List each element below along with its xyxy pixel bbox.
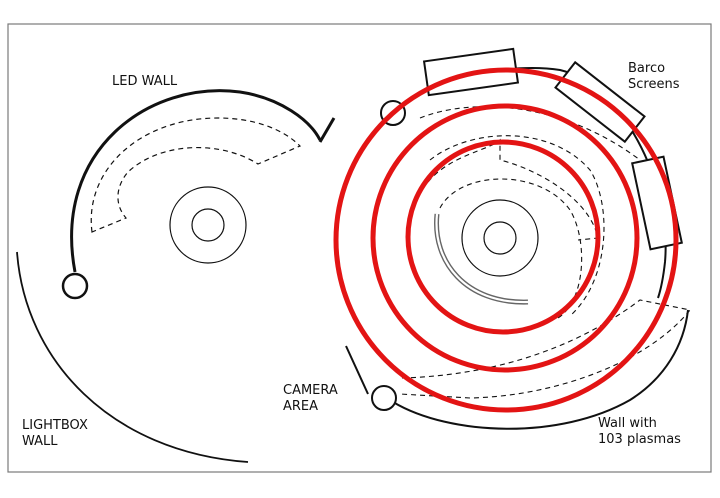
red-ring-inner (405, 139, 601, 335)
label-led-wall: LED WALL (112, 74, 178, 89)
label-camera-line1: CAMERA (283, 383, 338, 398)
left-set (16, 89, 336, 463)
led-wall-end-tick (318, 117, 336, 143)
dashed-path-3 (439, 178, 583, 319)
left-post-circle (61, 272, 89, 300)
red-ring-middle (370, 103, 640, 373)
label-wall-line2: 103 plasmas (598, 432, 681, 447)
red-ring-outer (333, 67, 679, 413)
track-rail (434, 213, 529, 305)
left-podium-inner (191, 208, 225, 242)
dashed-path-2 (429, 135, 605, 317)
label-plasma-wall: Wall with 103 plasmas (598, 416, 681, 448)
diagram-border (7, 23, 712, 473)
right-podium-outer (461, 199, 539, 277)
camera-area-tick (345, 345, 369, 395)
camera-circle (371, 385, 397, 411)
left-podium-outer (169, 186, 247, 264)
red-rings (333, 67, 679, 413)
label-lightbox-line1: LIGHTBOX (22, 418, 88, 433)
label-wall-line1: Wall with (598, 416, 657, 431)
label-camera-area: CAMERA AREA (283, 383, 338, 415)
lightbox-wall-arc (16, 251, 249, 463)
led-wall-arc (70, 89, 322, 273)
label-barco-line2: Screens (628, 77, 680, 92)
label-camera-line2: AREA (283, 399, 319, 414)
track-rail-inner (435, 213, 529, 304)
label-lightbox-line2: WALL (22, 434, 58, 449)
plasma-wall-arc (392, 309, 689, 430)
right-podium-inner (483, 221, 517, 255)
label-lightbox-wall: LIGHTBOX WALL (22, 418, 88, 450)
led-dashed-area (90, 117, 302, 233)
dashed-path-4 (399, 299, 691, 399)
label-barco-line1: Barco (628, 61, 666, 76)
label-barco-screens: Barco Screens (628, 61, 679, 93)
dashed-path-1 (427, 138, 599, 241)
